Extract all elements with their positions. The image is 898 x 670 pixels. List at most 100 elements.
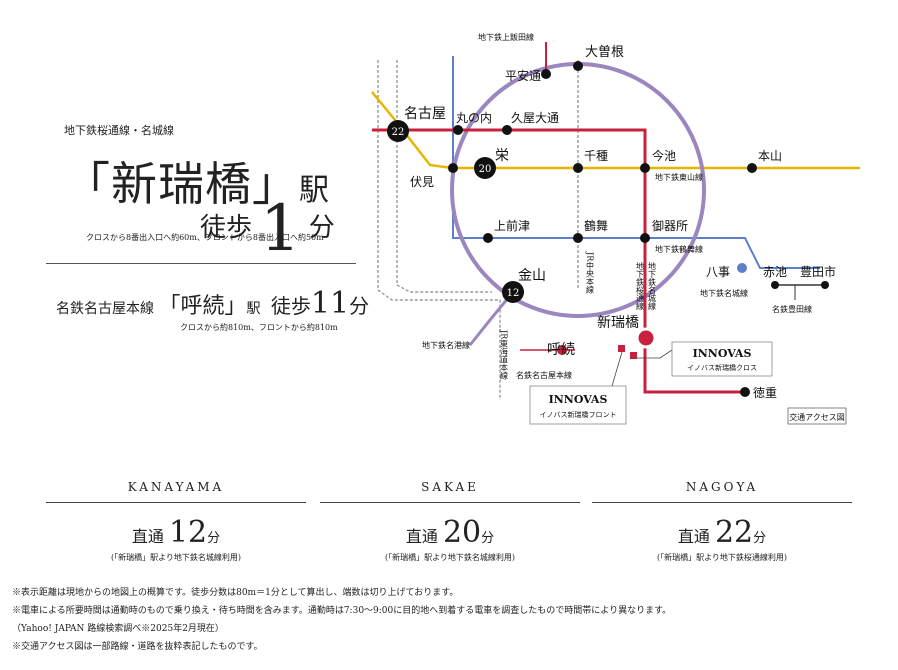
label-line-meitetsu: 名鉄名古屋本線 — [516, 370, 572, 380]
time-prefix: 直通 — [131, 527, 164, 546]
label-aratamabashi: 新瑞橋 — [597, 315, 639, 331]
label-sakae: 栄 — [495, 148, 509, 164]
secondary-station-suffix: 駅 — [246, 301, 261, 317]
label-tsurumai: 鶴舞 — [584, 218, 608, 233]
label-ozone: 大曽根 — [585, 45, 624, 60]
cross-marker — [618, 345, 625, 352]
destination-via: (「新瑞橋」駅より地下鉄名城線利用) — [384, 553, 516, 562]
station-suffix: 駅 — [299, 173, 330, 208]
time-unit: 分 — [207, 531, 221, 546]
destination-name: SAKAE — [320, 480, 580, 503]
station-dot-marunouchi — [453, 125, 463, 135]
label-chikusa: 千種 — [584, 149, 608, 163]
destination-nagoya: NAGOYA 直通 22分 (「新瑞橋」駅より地下鉄桜通線利用) — [592, 480, 852, 563]
front-marker — [630, 352, 637, 359]
destination-time: 直通 12分 — [46, 515, 306, 550]
badge-sakae: 20 — [474, 157, 496, 179]
label-hisaya: 久屋大通 — [511, 111, 559, 125]
destination-via: (「新瑞橋」駅より地下鉄桜通線利用) — [656, 553, 788, 562]
label-marunouchi: 丸の内 — [456, 111, 492, 125]
label-tokushige: 徳重 — [753, 385, 777, 400]
destination-name: NAGOYA — [592, 480, 852, 503]
destination-time: 直通 22分 — [592, 515, 852, 550]
cross-brand: INNOVAS — [693, 347, 752, 360]
label-yagoto: 八事 — [706, 265, 730, 279]
marker-leaders — [611, 349, 673, 387]
label-gokiso: 御器所 — [652, 218, 688, 233]
badge-nagoya: 22 — [387, 120, 409, 142]
station-headline: 「新瑞橋」駅 — [64, 148, 330, 214]
destination-kanayama: KANAYAMA 直通 12分 (「新瑞橋」駅より地下鉄名城線利用) — [46, 480, 306, 563]
secondary-station-name: 「呼続」 — [158, 294, 247, 319]
secondary-line: 名鉄名古屋本線 — [56, 301, 154, 317]
svg-text:22: 22 — [392, 127, 405, 138]
label-line-tsurumai: 地下鉄鶴舞線 — [655, 244, 703, 254]
station-dot-yobitsugi — [557, 345, 567, 355]
label-kanayama: 金山 — [518, 268, 546, 284]
label-yobitsugi: 呼続 — [547, 341, 575, 358]
higashiyama-line — [371, 91, 860, 170]
secondary-walk-minutes: 11 — [310, 286, 350, 321]
label-motoyama: 本山 — [758, 149, 782, 163]
time-unit: 分 — [753, 531, 767, 546]
label-akaike: 赤池 — [763, 265, 787, 279]
label-kamimaezu: 上前津 — [494, 218, 530, 233]
station-dots — [448, 61, 829, 397]
jr-tokaido-line-2 — [396, 60, 492, 293]
destination-sakae: SAKAE 直通 20分 (「新瑞橋」駅より地下鉄名城線利用) — [320, 480, 580, 563]
time-prefix: 直通 — [677, 527, 710, 546]
station-dot-kamimaezu — [483, 233, 493, 243]
svg-text:20: 20 — [479, 164, 492, 175]
station-dot-ozone — [573, 61, 583, 71]
destination-via: (「新瑞橋」駅より地下鉄名城線利用) — [110, 553, 242, 562]
map-caption: 交通アクセス図 — [789, 412, 845, 422]
label-line-higashiyama: 地下鉄東山線 — [655, 172, 703, 182]
secondary-walk-label: 徒歩 — [270, 294, 311, 318]
station-dot-imaike — [640, 163, 650, 173]
walk-minutes: 1 — [260, 192, 301, 266]
station-dot-hisaya — [502, 125, 512, 135]
label-line-jr-chuo: JR中央本線 — [586, 251, 595, 293]
map-caption-box: 交通アクセス図 — [787, 407, 847, 425]
label-line-sakura: 地下鉄桜通線 — [636, 261, 645, 310]
walk-unit: 分 — [308, 213, 335, 243]
station-name: 「新瑞橋」 — [64, 157, 299, 211]
label-line-meijo: 地下鉄名城線 — [700, 288, 748, 298]
time-minutes: 12 — [168, 515, 208, 550]
destination-name: KANAYAMA — [46, 480, 306, 503]
secondary-note: クロスから約810m、フロントから約810m — [180, 323, 338, 332]
jr-tokaido-line — [377, 60, 501, 400]
walk-label: 徒歩 — [200, 213, 253, 243]
time-prefix: 直通 — [405, 527, 438, 546]
station-dot-gokiso — [640, 233, 650, 243]
label-line-toyota: 名鉄豊田線 — [772, 304, 812, 314]
line-label: 地下鉄桜通線・名城線 — [64, 124, 174, 137]
secondary-walk-unit: 分 — [349, 294, 370, 318]
front-callout: INNOVAS イノバス新瑞橋フロント — [529, 385, 627, 425]
station-dot-akaike — [771, 281, 779, 289]
station-dot-tsurumai — [573, 233, 583, 243]
walk-note: クロスから8番出入口へ約60m、フロントから8番出入口へ約50m — [86, 233, 324, 242]
label-nagoya: 名古屋 — [404, 106, 446, 122]
label-line-meiko: 地下鉄名港線 — [422, 340, 470, 350]
cross-name: イノバス新瑞橋クロス — [687, 363, 757, 372]
label-imaike: 今池 — [652, 148, 676, 163]
label-fushimi: 伏見 — [410, 175, 434, 189]
station-dot-aratamabashi — [635, 327, 657, 349]
footnote: ※電車による所要時間は通勤時のもので乗り換え・待ち時間を含みます。通勤時は7:3… — [12, 606, 672, 616]
station-dot-yagoto — [737, 263, 747, 273]
time-minutes: 22 — [714, 515, 754, 550]
secondary-station: 名鉄名古屋本線 「呼続」駅 徒歩11分 — [56, 286, 369, 321]
meiko-line — [468, 291, 515, 346]
footnotes: ※表示距離は現地からの地図上の概算です。徒歩分数は80m＝1分として算出し、端数… — [12, 584, 671, 656]
label-line-iida: 地下鉄上飯田線 — [478, 32, 534, 42]
cross-callout: INNOVAS イノバス新瑞橋クロス — [671, 341, 773, 377]
divider — [46, 263, 356, 264]
station-dot-toyotashi — [821, 281, 829, 289]
front-name: イノバス新瑞橋フロント — [540, 410, 617, 419]
station-dot-chikusa — [573, 163, 583, 173]
badge-kanayama: 12 — [502, 281, 524, 303]
label-line-jr-tokaido: JR東海道本線 — [500, 329, 509, 379]
station-dot-motoyama — [747, 163, 757, 173]
